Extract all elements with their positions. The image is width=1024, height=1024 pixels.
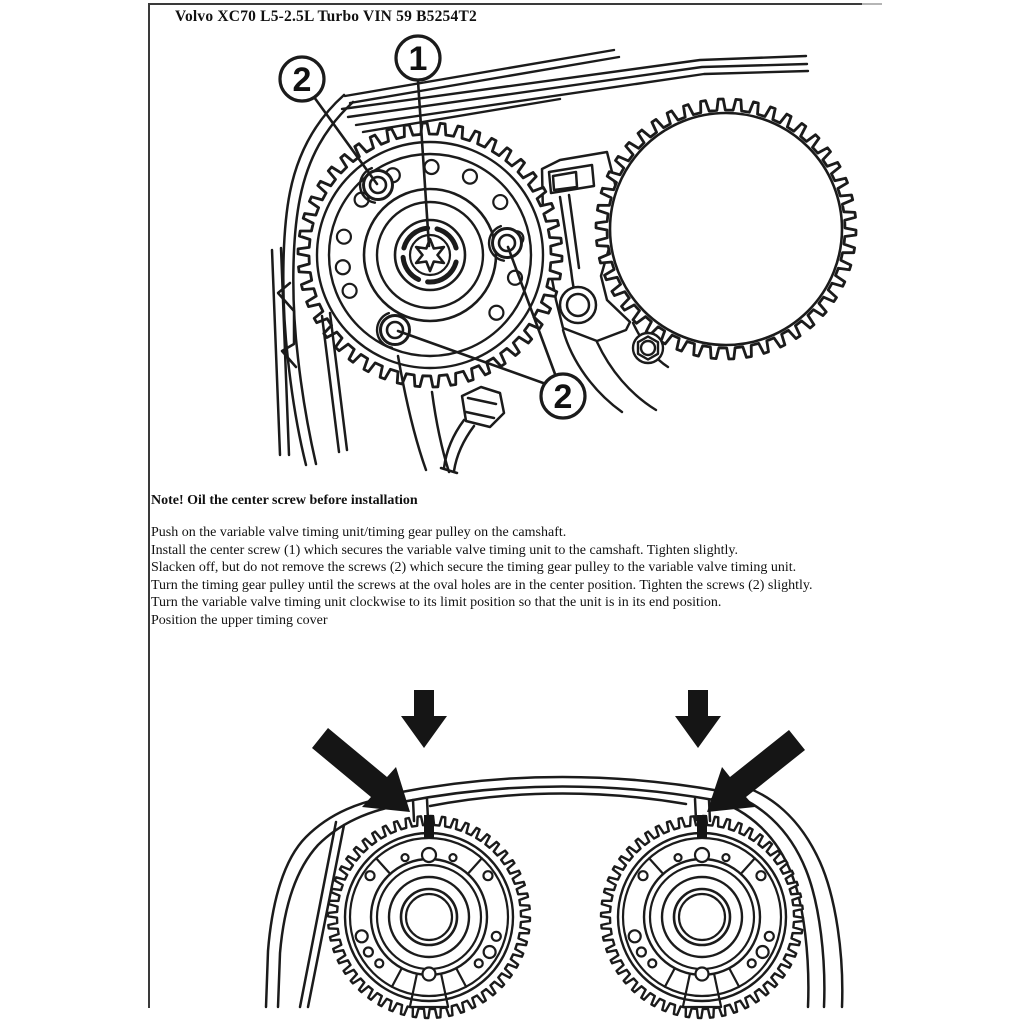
instruction-line: Turn the variable valve timing unit cloc… [151, 595, 722, 611]
callout-2-top-marker [278, 55, 326, 103]
down-arrow-right-icon [675, 690, 721, 748]
engine-bracket [540, 150, 632, 343]
instruction-line: Position the upper timing cover [151, 612, 328, 628]
page-left-border [148, 3, 150, 1008]
page-title: Volvo XC70 L5-2.5L Turbo VIN 59 B5254T2 [175, 8, 477, 25]
callout-2-bottom-leader-b [506, 245, 557, 376]
instruction-line: Slacken off, but do not remove the screw… [151, 560, 797, 576]
diagonal-arrow-right-icon [707, 730, 805, 812]
callout-1-leader [416, 79, 431, 248]
upper-cover-edge-lines [270, 93, 355, 467]
callouts: 1 2 2 [278, 34, 587, 420]
timing-belt-lines [340, 48, 810, 134]
instruction-line: Push on the variable valve timing unit/t… [151, 525, 567, 540]
alignment-arrows [312, 690, 805, 812]
page-top-border [148, 3, 862, 5]
callout-2-bottom-marker [539, 372, 587, 420]
cam-sensor-connector [396, 354, 506, 475]
camshaft-pulleys [326, 814, 805, 1020]
instruction-list: Push on the variable valve timing unit/t… [151, 524, 813, 630]
callout-2-bottom-leader-a [396, 329, 548, 386]
instruction-line: Turn the timing gear pulley until the sc… [151, 577, 813, 593]
note-heading: Note! Oil the center screw before instal… [151, 493, 418, 508]
instruction-line: Install the center screw (1) which secur… [151, 542, 738, 558]
vvt-timing-gear-pulley [296, 121, 564, 389]
page-top-border-fade [862, 3, 882, 5]
diagonal-arrow-left-icon [312, 728, 410, 812]
callout-2-top-label: 2 [293, 61, 312, 99]
engine-detail-lines [561, 321, 670, 414]
down-arrow-left-icon [401, 690, 447, 748]
callout-1-label: 1 [409, 40, 428, 78]
upper-timing-cover [264, 775, 844, 1009]
second-timing-gear [594, 97, 858, 361]
callout-2-bottom-label: 2 [554, 378, 573, 416]
callout-2-top-leader [312, 95, 379, 186]
callout-1-marker [394, 34, 442, 82]
